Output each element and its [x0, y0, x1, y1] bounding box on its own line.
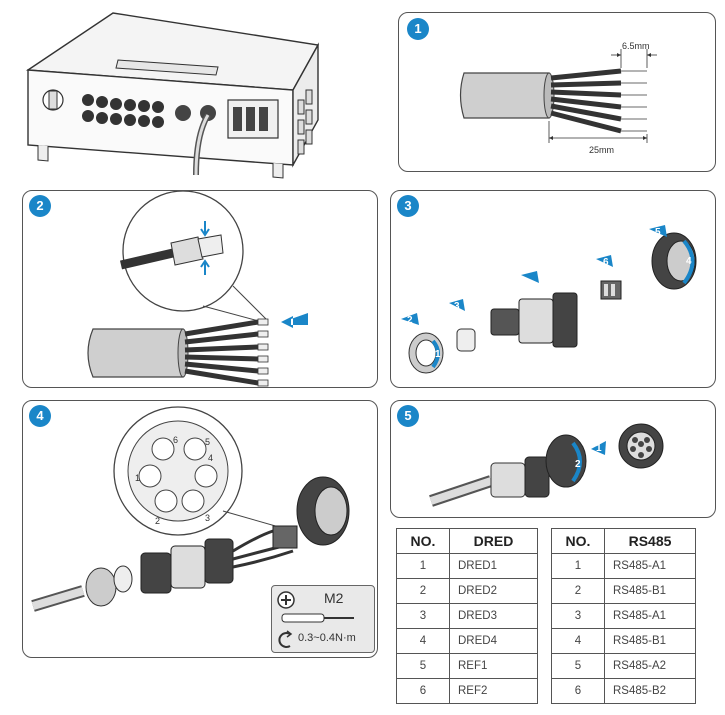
step-3-panel: 3 2 3 6 5 [390, 190, 716, 388]
rs485-header-name: RS485 [604, 528, 696, 554]
step-2-panel: 2 [22, 190, 378, 388]
rs485-value-1: RS485-A1 [604, 553, 696, 579]
part-label-4: 4 [686, 256, 692, 267]
wiring-assembly-diagram: 6 5 4 1 2 3 [31, 406, 350, 612]
pin-label-1: 1 [135, 473, 140, 483]
step-1-badge: 1 [407, 18, 429, 40]
rs485-no-5: 5 [551, 653, 605, 679]
step-5-badge: 5 [397, 405, 419, 427]
step-3-badge: 3 [397, 195, 419, 217]
rotate-icon [278, 630, 293, 648]
tool-size-label: M2 [324, 590, 344, 606]
dred-value-2: DRED2 [449, 578, 538, 604]
rs485-value-2: RS485-B1 [604, 578, 696, 604]
step-4-badge: 4 [29, 405, 51, 427]
step-4-panel: 4 6 5 4 1 2 3 [22, 400, 378, 658]
connector-insert-diagram: 1 2 [429, 423, 664, 507]
dred-no-2: 2 [396, 578, 450, 604]
rs485-value-5: RS485-A2 [604, 653, 696, 679]
rs485-no-6: 6 [551, 678, 605, 704]
dred-value-1: DRED1 [449, 553, 538, 579]
dred-value-3: DRED3 [449, 603, 538, 629]
pin-label-4: 4 [208, 453, 213, 463]
dred-no-1: 1 [396, 553, 450, 579]
dred-header-no: NO. [396, 528, 450, 554]
ferrule-crimp-diagram [87, 191, 308, 387]
rs485-no-4: 4 [551, 628, 605, 654]
dred-value-4: DRED4 [449, 628, 538, 654]
connector-disassembly-diagram: 2 3 6 5 1 4 [401, 225, 697, 374]
part-label-3: 3 [454, 301, 460, 312]
dred-value-5: REF1 [449, 653, 538, 679]
rs485-no-3: 3 [551, 603, 605, 629]
pin-label-3: 3 [205, 513, 210, 523]
pin-label-2: 2 [155, 516, 160, 526]
torque-spec-box: M2 0.3~0.4N·m [271, 585, 375, 653]
total-length-label: 25mm [589, 145, 614, 155]
step-5-panel: 5 1 2 [390, 400, 716, 518]
pin-label-5: 5 [205, 437, 210, 447]
inverter-illustration [25, 12, 320, 179]
rs485-no-2: 2 [551, 578, 605, 604]
dred-no-3: 3 [396, 603, 450, 629]
dred-no-4: 4 [396, 628, 450, 654]
part-label-5: 5 [655, 227, 661, 238]
dred-value-6: REF2 [449, 678, 538, 704]
rs485-value-6: RS485-B2 [604, 678, 696, 704]
part-label-6: 6 [603, 257, 609, 268]
rs485-value-4: RS485-B1 [604, 628, 696, 654]
strip-length-label: 6.5mm [622, 41, 650, 51]
part-label-2: 2 [407, 315, 413, 326]
rs485-value-3: RS485-A1 [604, 603, 696, 629]
dred-no-6: 6 [396, 678, 450, 704]
dred-header-name: DRED [449, 528, 538, 554]
step-2-badge: 2 [29, 195, 51, 217]
part-label-1: 1 [435, 349, 441, 360]
screwdriver-icon [277, 591, 354, 623]
cable-strip-diagram: 6.5mm 25mm [459, 41, 657, 155]
rotate-arrow-label-2: 2 [575, 459, 581, 470]
dred-no-5: 5 [396, 653, 450, 679]
torque-value-label: 0.3~0.4N·m [298, 632, 356, 644]
pin-label-6: 6 [173, 435, 178, 445]
insert-arrow-label-1: 1 [596, 443, 602, 454]
rs485-no-1: 1 [551, 553, 605, 579]
step-1-panel: 1 6.5mm 25mm [398, 12, 716, 172]
rs485-header-no: NO. [551, 528, 605, 554]
